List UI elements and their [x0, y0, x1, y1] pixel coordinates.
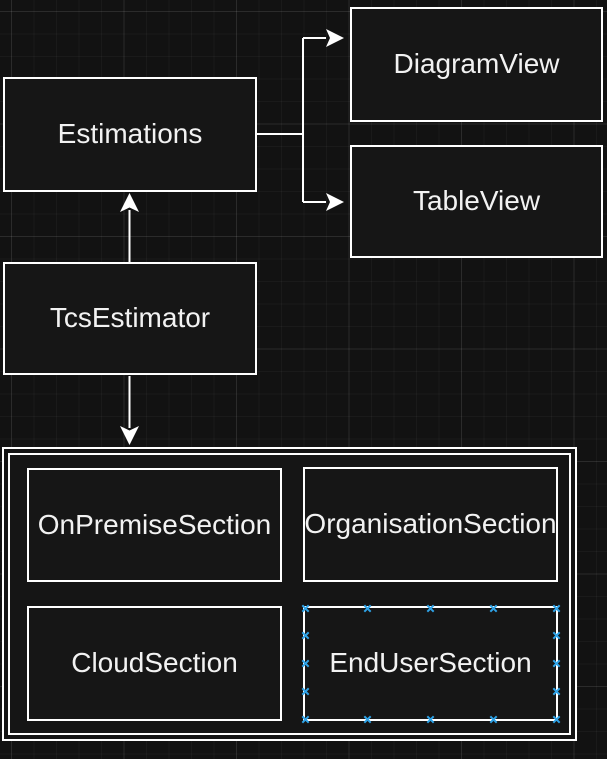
connection-point-icon[interactable]	[363, 604, 372, 613]
connection-point-icon[interactable]	[301, 715, 310, 724]
node-cloud-section-label: CloudSection	[71, 647, 238, 679]
connection-point-icon[interactable]	[301, 687, 310, 696]
node-on-premise-section[interactable]: OnPremiseSection	[27, 468, 282, 582]
node-end-user-section[interactable]: EndUserSection	[303, 606, 558, 721]
edge-estimations-branch[interactable]	[257, 37, 326, 203]
connection-point-icon[interactable]	[301, 631, 310, 640]
node-estimations[interactable]: Estimations	[3, 77, 257, 192]
node-cloud-section[interactable]: CloudSection	[27, 606, 282, 721]
node-table-view-label: TableView	[412, 185, 541, 217]
connection-point-icon[interactable]	[552, 659, 561, 668]
node-tcs-estimator[interactable]: TcsEstimator	[3, 262, 257, 375]
connection-point-icon[interactable]	[363, 715, 372, 724]
node-table-view[interactable]: TableView	[350, 145, 603, 258]
arrowhead-to-container	[120, 426, 139, 445]
connection-point-icon[interactable]	[301, 659, 310, 668]
connection-point-icon[interactable]	[552, 687, 561, 696]
connection-point-icon[interactable]	[489, 715, 498, 724]
connection-point-icon[interactable]	[426, 715, 435, 724]
node-end-user-section-label: EndUserSection	[329, 647, 532, 679]
node-tcs-estimator-label: TcsEstimator	[49, 302, 211, 334]
node-estimations-label: Estimations	[57, 118, 203, 150]
node-organisation-section[interactable]: OrganisationSection	[303, 467, 558, 582]
arrowhead-to-diagramview	[326, 29, 344, 47]
node-on-premise-section-label: OnPremiseSection	[37, 508, 272, 540]
node-diagram-view[interactable]: DiagramView	[350, 7, 603, 122]
node-organisation-section-label: OrganisationSection	[304, 508, 557, 540]
connection-point-icon[interactable]	[552, 604, 561, 613]
connection-point-icon[interactable]	[552, 631, 561, 640]
connection-point-icon[interactable]	[426, 604, 435, 613]
connection-point-icon[interactable]	[552, 715, 561, 724]
connection-point-icon[interactable]	[489, 604, 498, 613]
arrowhead-to-tableview	[326, 193, 344, 211]
arrowhead-to-estimations	[120, 193, 139, 212]
node-diagram-view-label: DiagramView	[393, 48, 560, 80]
connection-point-icon[interactable]	[301, 604, 310, 613]
